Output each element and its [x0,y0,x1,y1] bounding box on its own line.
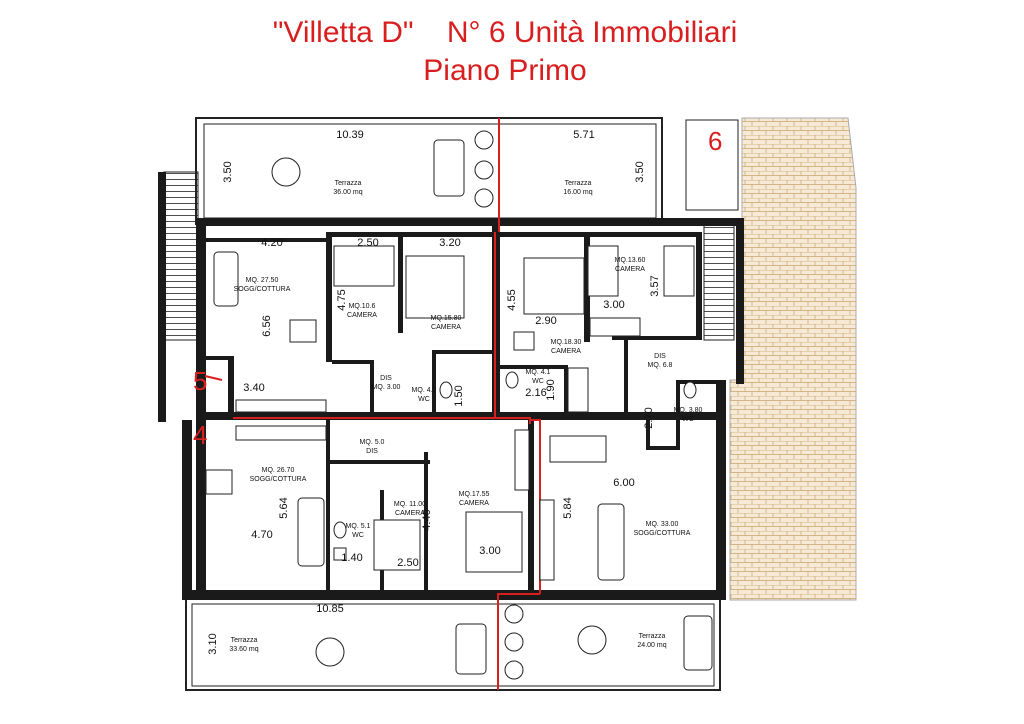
dimension-label: 1.50 [453,385,465,406]
dimension-label: 10.39 [336,129,364,141]
room-label-sogg-d: SOGG/COTTURA [634,530,691,537]
dimension-label: 4.55 [506,289,518,310]
stairs-left [163,171,199,341]
dimension-label: 1.40 [341,552,362,564]
room-label-terr-top-left: Terrazza [335,180,362,187]
room-label-cam-b1: MQ.13.60 [615,257,646,264]
dimension-label: 3.57 [649,275,661,296]
room-label-cam-a1: CAMERA [347,312,377,319]
dimension-label: 3.50 [634,161,646,182]
dimension-label: 2.90 [535,315,556,327]
unit-number-4: 4 [193,420,207,450]
room-labels: Terrazza 36.00 mq Terrazza 16.00 mq MQ. 27.5… [229,180,702,653]
room-label-cam-c1: CAMERA [395,510,425,517]
room-label-terr-top-right: 16.00 mq [563,189,592,196]
room-label-cam-a1: MQ.10.6 [349,303,376,310]
outer-walls [158,172,744,600]
dimension-label: 2.50 [397,557,418,569]
dimension-label: 3.10 [207,633,219,654]
room-label-sogg-c: SOGG/COTTURA [250,476,307,483]
room-label-terr-bot-left: Terrazza [231,637,258,644]
dimension-label: 4.40 [421,509,433,530]
room-label-dis-c: DIS [366,448,378,455]
room-label-dis-c: MQ. 5.0 [360,439,385,446]
room-label-sogg-d: MQ. 33.00 [646,521,679,528]
room-label-wc-c: MQ. 3.80 [674,407,703,414]
unit-number-6: 6 [708,126,722,156]
dimension-label: 2.16 [525,387,546,399]
paved-terrace [729,117,857,601]
kitchen-counters [235,317,641,581]
room-label-cam-a2: MQ.15.80 [431,315,462,322]
sanitary-fixtures [333,331,697,561]
dimension-label: 3.20 [439,237,460,249]
dimension-label: 3.40 [243,382,264,394]
plants [474,130,524,680]
dimension-label: 4.75 [336,289,348,310]
room-label-cam-b2: MQ.18.30 [551,339,582,346]
room-label-dis-a: DIS [380,375,392,382]
plan-title: "Villetta D" N° 6 Unità Immobiliari [273,16,738,49]
stair-landing [685,119,739,211]
dimension-label: 2.70 [643,407,655,428]
room-label-sogg-c: MQ. 26.70 [262,467,295,474]
dimension-label: 10.85 [316,603,344,615]
room-label-cam-c2: MQ.17.55 [459,491,490,498]
dimension-label: 6.56 [261,315,273,336]
dimension-label: 5.71 [573,129,594,141]
dimension-label: 2.50 [357,237,378,249]
unit-number-5: 5 [193,366,207,396]
room-label-wc-a: WC [418,396,430,403]
room-label-wc-c: WC [682,416,694,423]
room-label-cam-c1: MQ. 11.00 [394,501,426,508]
dimension-label: 3.00 [603,299,624,311]
dimension-labels: 10.39 5.71 3.50 3.50 4.20 2.50 3.20 4.75 6.56 4.5… [207,129,661,655]
room-label-dis-b: MQ. 6.8 [648,362,673,369]
room-label-wc-d: MQ. 5.1 [346,523,371,530]
unit-5-arrow [204,375,223,381]
room-label-terr-top-left: 36.00 mq [333,189,362,196]
terrace-bottom-inner [191,603,715,687]
room-label-terr-bot-left: 33.60 mq [229,646,258,653]
room-label-cam-c2: CAMERA [459,500,489,507]
room-label-wc-b: WC [532,378,544,385]
dimension-label: 1.90 [545,379,557,400]
room-label-dis-b: DIS [654,353,666,360]
dimension-label: 4.20 [261,237,282,249]
room-label-dis-a: MQ. 3.00 [372,384,401,391]
dimension-label: 3.50 [222,161,234,182]
room-label-cam-b1: CAMERA [615,266,645,273]
sofas [213,139,713,675]
room-label-sogg-a: SOGG/COTTURA [234,286,291,293]
plan-subtitle: Piano Primo [423,54,586,87]
dimension-label: 4.70 [251,529,272,541]
dimension-label: 5.64 [278,497,290,518]
stairs-right [703,221,735,341]
room-label-cam-a2: CAMERA [431,324,461,331]
dining-tables [205,157,607,667]
dimension-label: 3.00 [479,545,500,557]
room-label-wc-d: WC [352,532,364,539]
room-label-wc-b: MQ. 4.1 [526,369,551,376]
room-label-terr-bot-right: Terrazza [639,633,666,640]
dimension-label: 6.00 [613,477,634,489]
dimension-label: 5.84 [562,497,574,518]
room-label-sogg-a: MQ. 27.50 [246,277,279,284]
room-label-wc-a: MQ. 4.7 [412,387,437,394]
room-label-terr-top-right: Terrazza [565,180,592,187]
room-label-cam-b2: CAMERA [551,348,581,355]
room-label-terr-bot-right: 24.00 mq [637,642,666,649]
beds [333,245,695,573]
